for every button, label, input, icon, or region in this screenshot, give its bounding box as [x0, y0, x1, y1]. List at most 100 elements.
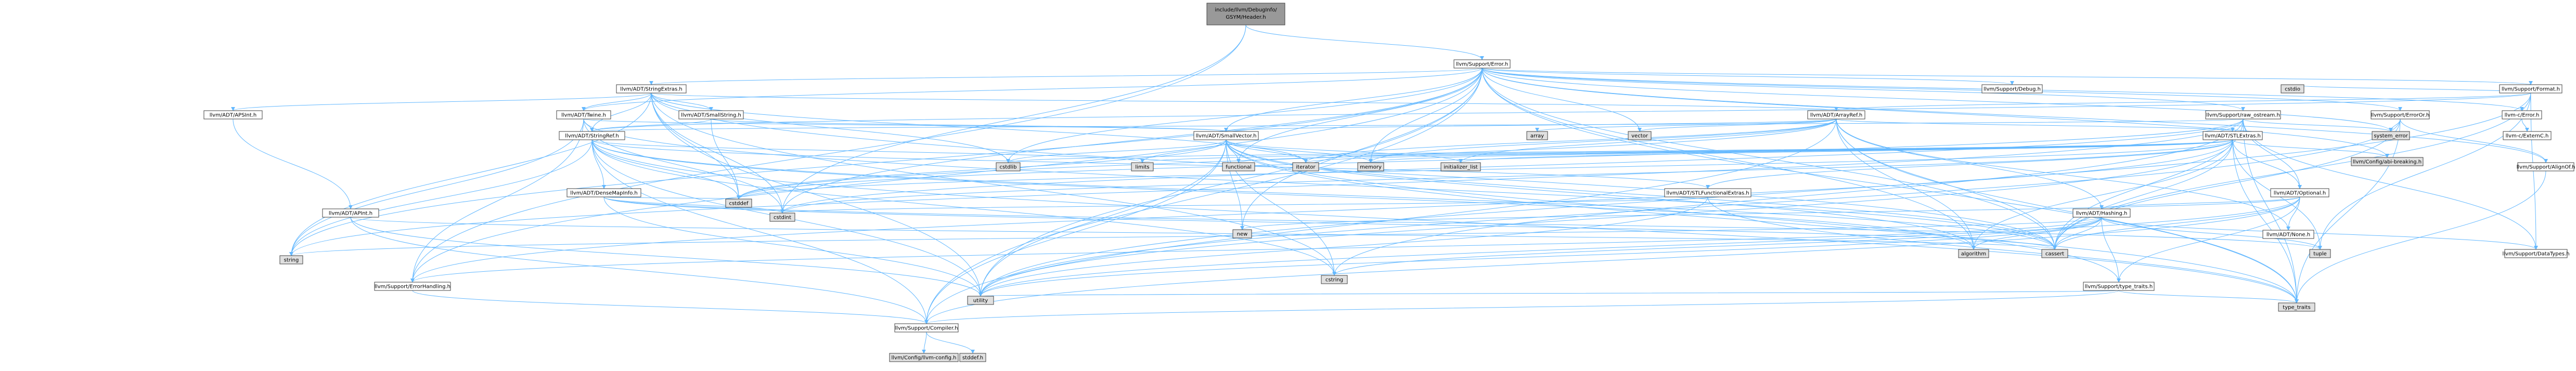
graph-node-rawostream[interactable]: llvm/Support/raw_ostream.h [2205, 110, 2281, 120]
graph-node-optional[interactable]: llvm/ADT/Optional.h [2270, 188, 2329, 197]
node-label: llvm/ADT/StringRef.h [565, 134, 619, 139]
dependency-edge [2400, 118, 2548, 163]
graph-node-format[interactable]: llvm/Support/Format.h [2499, 84, 2562, 94]
dependency-edge [410, 217, 2102, 283]
node-label: llvm/Support/Compiler.h [895, 326, 958, 332]
dependency-edge [582, 92, 652, 111]
graph-node-error[interactable]: llvm/Support/Error.h [1453, 59, 1511, 69]
graph-node-datatypes[interactable]: llvm/Support/DataTypes.h [2502, 249, 2570, 258]
node-label: cassert [2045, 251, 2064, 257]
dependency-edge [410, 139, 2233, 283]
dependency-edge [289, 118, 2244, 256]
graph-node-arrayref[interactable]: llvm/ADT/ArrayRef.h [1807, 110, 1865, 120]
node-box [1193, 131, 1259, 140]
node-box [894, 323, 959, 333]
dependency-edge [233, 118, 353, 209]
dependency-edge [350, 217, 983, 297]
dependency-edge [1972, 217, 2102, 250]
graph-node-stlfunc[interactable]: llvm/ADT/STLFunctionalExtras.h [1664, 188, 1751, 197]
graph-node-stringref[interactable]: llvm/ADT/StringRef.h [559, 131, 625, 140]
graph-node-densemapinfo[interactable]: llvm/ADT/DenseMapInfo.h [566, 188, 641, 197]
dependency-edge [412, 290, 929, 324]
graph-node-cerror[interactable]: llvm-c/Error.h [2502, 110, 2542, 120]
graph-node-algorithm: algorithm [1958, 249, 1989, 258]
dependency-edge [1482, 68, 2057, 250]
dependency-edge [926, 332, 975, 354]
node-label: new [1237, 232, 1248, 237]
graph-node-typetraits-s[interactable]: llvm/Support/type_traits.h [2083, 282, 2155, 291]
graph-node-stlextras[interactable]: llvm/ADT/STLExtras.h [2203, 131, 2263, 140]
dependency-edge [2243, 118, 2393, 132]
graph-node-hashing[interactable]: llvm/ADT/Hashing.h [2072, 208, 2131, 218]
node-box [1222, 162, 1255, 171]
graph-node-root[interactable]: include/llvm/DebugInfo/GSYM/Header.h [1206, 3, 1285, 25]
dependency-edge [590, 92, 2531, 132]
node-box [889, 353, 959, 362]
dependency-edge [603, 196, 2322, 250]
dependency-edge [591, 139, 2057, 250]
node-box [2351, 157, 2424, 166]
dependency-edge [1332, 217, 2102, 276]
dependency-edge [1140, 139, 1227, 163]
node-label: algorithm [1961, 251, 1986, 257]
dependency-edge [1836, 118, 2290, 231]
node-label: iterator [1296, 165, 1316, 170]
graph-node-apsint[interactable]: llvm/ADT/APSInt.h [203, 110, 263, 120]
node-label: llvm/Support/type_traits.h [2085, 284, 2153, 290]
graph-node-apint[interactable]: llvm/ADT/APInt.h [322, 208, 379, 218]
node-label: cstdio [2285, 87, 2300, 92]
graph-node-erroror[interactable]: llvm/Support/ErrorOr.h [2371, 110, 2430, 120]
dependency-edge [2053, 196, 2300, 250]
node-box [1453, 59, 1511, 69]
node-box [1206, 3, 1285, 25]
dependency-edge [651, 92, 741, 200]
graph-node-iterator: iterator [1292, 162, 1319, 171]
dependency-edge [1482, 68, 1642, 132]
graph-node-llvmconfig: llvm/Config/llvm-config.h [889, 353, 959, 362]
graph-node-cstdlib: cstdlib [996, 162, 1021, 171]
dependency-edge [350, 217, 929, 324]
graph-node-utility: utility [967, 296, 994, 305]
graph-node-smallvector[interactable]: llvm/ADT/SmallVector.h [1193, 131, 1259, 140]
graph-node-stringextras[interactable]: llvm/ADT/StringExtras.h [616, 84, 687, 94]
graph-node-alignof[interactable]: llvm/Support/AlignOf.h [2517, 162, 2575, 171]
dependency-edge [1707, 196, 2299, 303]
dependency-edge [2521, 118, 2529, 132]
dependency-edge [649, 68, 1483, 85]
graph-node-cstring: cstring [1321, 275, 1348, 284]
dependency-edge [1224, 68, 1483, 132]
dependency-edge [780, 68, 1483, 214]
node-box [616, 84, 687, 94]
graph-node-externc[interactable]: llvm-c/ExternC.h [2503, 131, 2552, 140]
graph-node-smallstring[interactable]: llvm/ADT/SmallString.h [678, 110, 744, 120]
dependency-edge [583, 118, 2057, 250]
graph-node-vector: vector [1628, 131, 1652, 140]
node-box [1664, 188, 1751, 197]
graph-node-errorhandling[interactable]: llvm/Support/ErrorHandling.h [374, 282, 451, 291]
node-label: llvm/Support/Error.h [1456, 62, 1508, 68]
dependency-edge [1240, 68, 1483, 230]
dependency-edge [1836, 118, 2235, 132]
node-label: llvm/Config/abi-breaking.h [2353, 160, 2422, 165]
dependency-edge [1834, 92, 2531, 111]
graph-node-functional: functional [1222, 162, 1255, 171]
dependency-edge [1482, 68, 2245, 111]
dependency-edge [1237, 68, 1483, 163]
node-box [1357, 162, 1384, 171]
dependency-edge [2053, 118, 2244, 250]
node-label: llvm/Support/ErrorHandling.h [375, 284, 450, 290]
node-box [1131, 162, 1154, 171]
graph-node-debug[interactable]: llvm/Support/Debug.h [1981, 84, 2043, 94]
node-label: limits [1135, 165, 1149, 170]
graph-node-twine[interactable]: llvm/ADT/Twine.h [556, 110, 611, 120]
dependency-edge [1240, 196, 2300, 230]
graph-node-compiler[interactable]: llvm/Support/Compiler.h [894, 323, 959, 333]
node-box [322, 208, 379, 218]
dependency-edge [1226, 139, 1463, 163]
dependency-edge [2100, 196, 2300, 209]
dependency-edge [2389, 118, 2401, 132]
dependency-edge [289, 118, 584, 256]
node-box [725, 198, 752, 208]
dependency-edge [410, 68, 1483, 283]
graph-node-none[interactable]: llvm/ADT/None.h [2262, 230, 2314, 239]
